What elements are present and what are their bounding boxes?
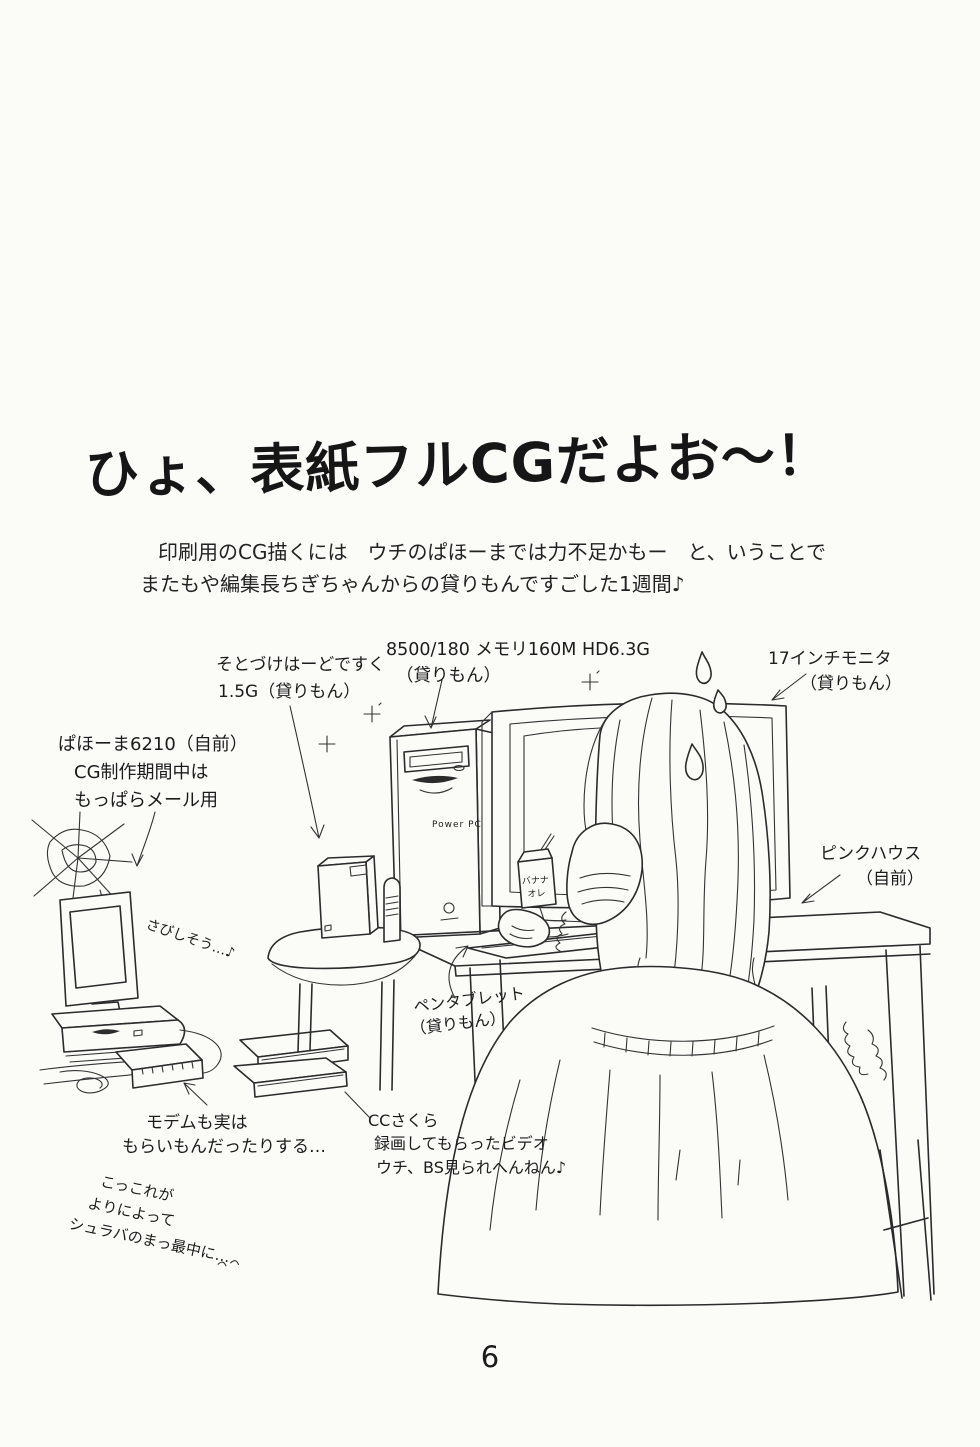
label-pink-house: ピンクハウス （自前） — [820, 844, 924, 889]
girl-skirt — [437, 965, 899, 1307]
tower-pc: Power PC — [389, 719, 501, 939]
chair-frill-and-legs — [842, 1021, 932, 1301]
sweat-mark-icon — [217, 1260, 240, 1267]
juice-box: バナナ オレ — [517, 833, 557, 909]
label-tower-line2: （貸りもん） — [396, 666, 501, 686]
label-17inch-line1: 17インチモニタ — [768, 649, 892, 669]
arrow-to-modem — [183, 1082, 208, 1106]
line-to-videotapes — [344, 1091, 371, 1119]
juice-box-text-line1: バナナ — [522, 875, 550, 887]
juice-box-text-line2: オレ — [527, 888, 546, 900]
label-lonely-line1: さびしそう…♪ — [144, 916, 237, 961]
performa-computer — [39, 891, 222, 1094]
label-pink-house-line2: （自前） — [856, 869, 924, 889]
intro-text-line1: 印刷用のCG描くには ウチのぱほーまでは力不足かもー と、いうことで — [158, 540, 827, 564]
label-performa-line1: ぱほーま6210（自前） — [58, 734, 248, 755]
page-number: 6 — [480, 1340, 500, 1374]
intro-text-line2: またもや編集長ちぎちゃんからの貸りもんですごした1週間♪ — [140, 572, 685, 596]
label-performa-line2: CG制作期間中は — [74, 762, 209, 783]
label-modem: モデムも実は もらいもんだったりする… — [122, 1112, 326, 1157]
label-crunch-time: こっこれが よりによって シュラバのまっ最中に… — [67, 1172, 240, 1267]
label-lonely: さびしそう…♪ — [144, 916, 237, 961]
arrow-to-pen-tablet — [448, 945, 469, 999]
arrow-to-tower — [424, 679, 443, 729]
label-external-hdd-line2: 1.5G（貸りもん） — [218, 682, 360, 702]
label-17inch-line2: （貸りもん） — [800, 674, 902, 694]
side-table — [267, 926, 421, 1091]
label-modem-line1: モデムも実は — [146, 1112, 248, 1133]
arrow-to-external-hdd — [289, 705, 325, 839]
label-external-hdd-line1: そとづけはーどですく — [216, 655, 385, 675]
label-cc-sakura: CCさくら 録画してもらったビデオ ウチ、BS見られへんねん♪ — [368, 1111, 566, 1177]
arrow-to-performa — [131, 811, 156, 867]
external-hdd — [317, 855, 401, 943]
label-pen-tablet-line1: ペンタブレット — [412, 984, 525, 1017]
label-performa: ぱほーま6210（自前） CG制作期間中は もっぱらメール用 — [58, 734, 248, 811]
label-modem-line2: もらいもんだったりする… — [122, 1137, 326, 1157]
label-tower: 8500/180 メモリ160M HD6.3G （貸りもん） — [386, 640, 650, 686]
modem — [115, 1043, 204, 1089]
label-performa-line3: もっぱらメール用 — [74, 790, 218, 811]
label-external-hdd: そとづけはーどですく 1.5G（貸りもん） — [216, 655, 385, 702]
arrow-to-dress — [801, 874, 841, 904]
tower-brand-text: Power PC — [432, 820, 482, 830]
sweat-drops — [684, 651, 727, 781]
label-cc-sakura-line3: ウチ、BS見られへんねん♪ — [376, 1158, 566, 1177]
arrow-to-17inch-monitor — [771, 673, 807, 701]
label-pink-house-line1: ピンクハウス — [820, 844, 921, 864]
sparkle-icons — [318, 670, 600, 753]
label-tower-line1: 8500/180 メモリ160M HD6.3G — [386, 640, 650, 660]
cc-sakura-videotapes — [233, 1029, 349, 1098]
label-17inch-monitor: 17インチモニタ （貸りもん） — [768, 649, 902, 694]
label-cc-sakura-line1: CCさくら — [368, 1111, 438, 1130]
girl-arm — [497, 822, 644, 952]
label-cc-sakura-line2: 録画してもらったビデオ — [374, 1134, 549, 1153]
